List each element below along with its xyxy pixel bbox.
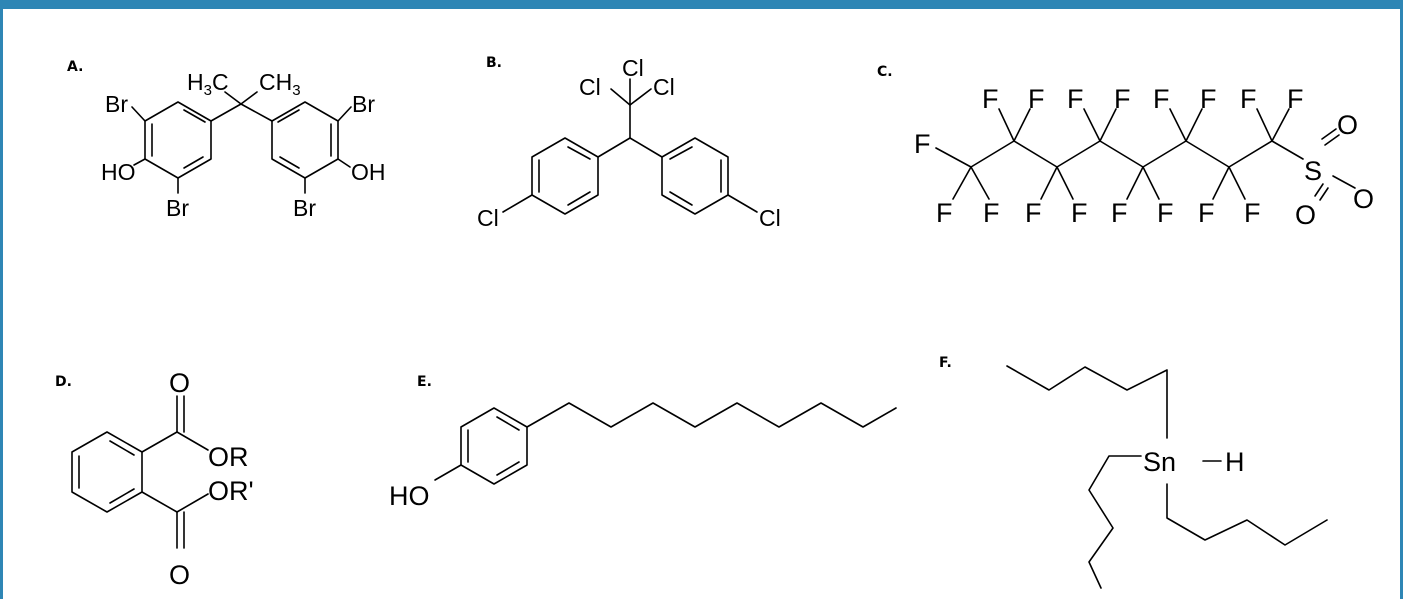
panel-c-f: F	[1240, 84, 1257, 114]
panel-label-e: E.	[417, 374, 432, 390]
panel-c-f: F	[1153, 84, 1170, 114]
panel-a-oh-label: OH	[351, 159, 386, 185]
panel-c-s-label: S	[1304, 156, 1322, 186]
panel-b-cl-right: Cl	[653, 74, 675, 100]
panel-d-ring	[71, 431, 143, 513]
panel-c-f: F	[1111, 198, 1128, 228]
panel-b-cl-bottom-right: Cl	[759, 205, 781, 231]
panel-d-or-label: OR	[208, 442, 249, 472]
panel-b-cl-left: Cl	[579, 74, 601, 100]
panel-b-right-ring	[661, 137, 729, 215]
panel-e: E. HO	[389, 374, 897, 511]
panel-a-ch3-label: CH3	[259, 69, 301, 99]
panel-c-f: F	[1198, 198, 1215, 228]
panel-c-f: F	[1071, 198, 1088, 228]
panel-label-a: A.	[67, 59, 83, 75]
panel-a-br-top-right: Br	[352, 91, 375, 117]
panel-d-o-bottom: O	[169, 560, 190, 590]
panel-c-f: F	[1028, 84, 1045, 114]
panel-f: F. Sn H	[939, 355, 1328, 589]
panel-a-br-bottom-right: Br	[293, 195, 316, 221]
panel-c-f: F	[1244, 198, 1261, 228]
panel-f-sn-label: Sn	[1143, 447, 1176, 477]
panel-c-o-bottom: O	[1295, 200, 1316, 230]
panel-b: B. Cl Cl Cl Cl	[477, 55, 781, 231]
chemical-structures-figure: A.	[55, 55, 1374, 590]
panel-b-cl-bottom-left: Cl	[477, 205, 499, 231]
panel-c-f: F	[914, 129, 931, 159]
panel-e-ring	[460, 407, 528, 485]
panel-a-h3c-label: H3C	[187, 69, 229, 99]
panel-c-o-right: O	[1353, 184, 1374, 214]
panel-c-f: F	[1067, 84, 1084, 114]
panel-label-d: D.	[55, 374, 72, 390]
panel-c-o-top: O	[1337, 110, 1358, 140]
panel-c-f: F	[1287, 84, 1304, 114]
panel-f-butyl-right	[1166, 483, 1328, 546]
panel-f-h-label: H	[1225, 447, 1245, 477]
panel-e-alkyl-chain	[526, 402, 897, 428]
panel-a: A.	[67, 59, 386, 221]
panel-c: C.	[877, 64, 1374, 230]
panel-f-butyl-left	[1088, 455, 1142, 589]
panel-d: D. O OR OR' O	[55, 368, 254, 590]
panel-c-f: F	[936, 198, 953, 228]
panel-c-f: F	[982, 84, 999, 114]
panel-label-b: B.	[486, 55, 502, 71]
panel-c-f: F	[1200, 84, 1217, 114]
panel-b-cl-top: Cl	[622, 55, 644, 81]
panel-a-ho-label: HO	[101, 159, 136, 185]
panel-a-right-ring	[271, 101, 339, 179]
panel-e-ho-label: HO	[389, 481, 430, 511]
panel-label-c: C.	[877, 64, 893, 80]
top-border-bar	[3, 0, 1400, 9]
panel-a-left-ring	[144, 101, 212, 179]
panel-a-br-top-left: Br	[105, 91, 128, 117]
panel-d-or-prime-label: OR'	[208, 476, 254, 506]
panel-f-butyl-top	[1006, 365, 1168, 439]
panel-c-f: F	[1025, 198, 1042, 228]
panel-c-f: F	[983, 198, 1000, 228]
panel-c-f: F	[1157, 198, 1174, 228]
panel-label-f: F.	[939, 355, 952, 371]
panel-b-left-ring	[531, 137, 599, 215]
panel-c-f: F	[1114, 84, 1131, 114]
panel-a-br-bottom-left: Br	[166, 195, 189, 221]
panel-d-o-top: O	[169, 368, 190, 398]
